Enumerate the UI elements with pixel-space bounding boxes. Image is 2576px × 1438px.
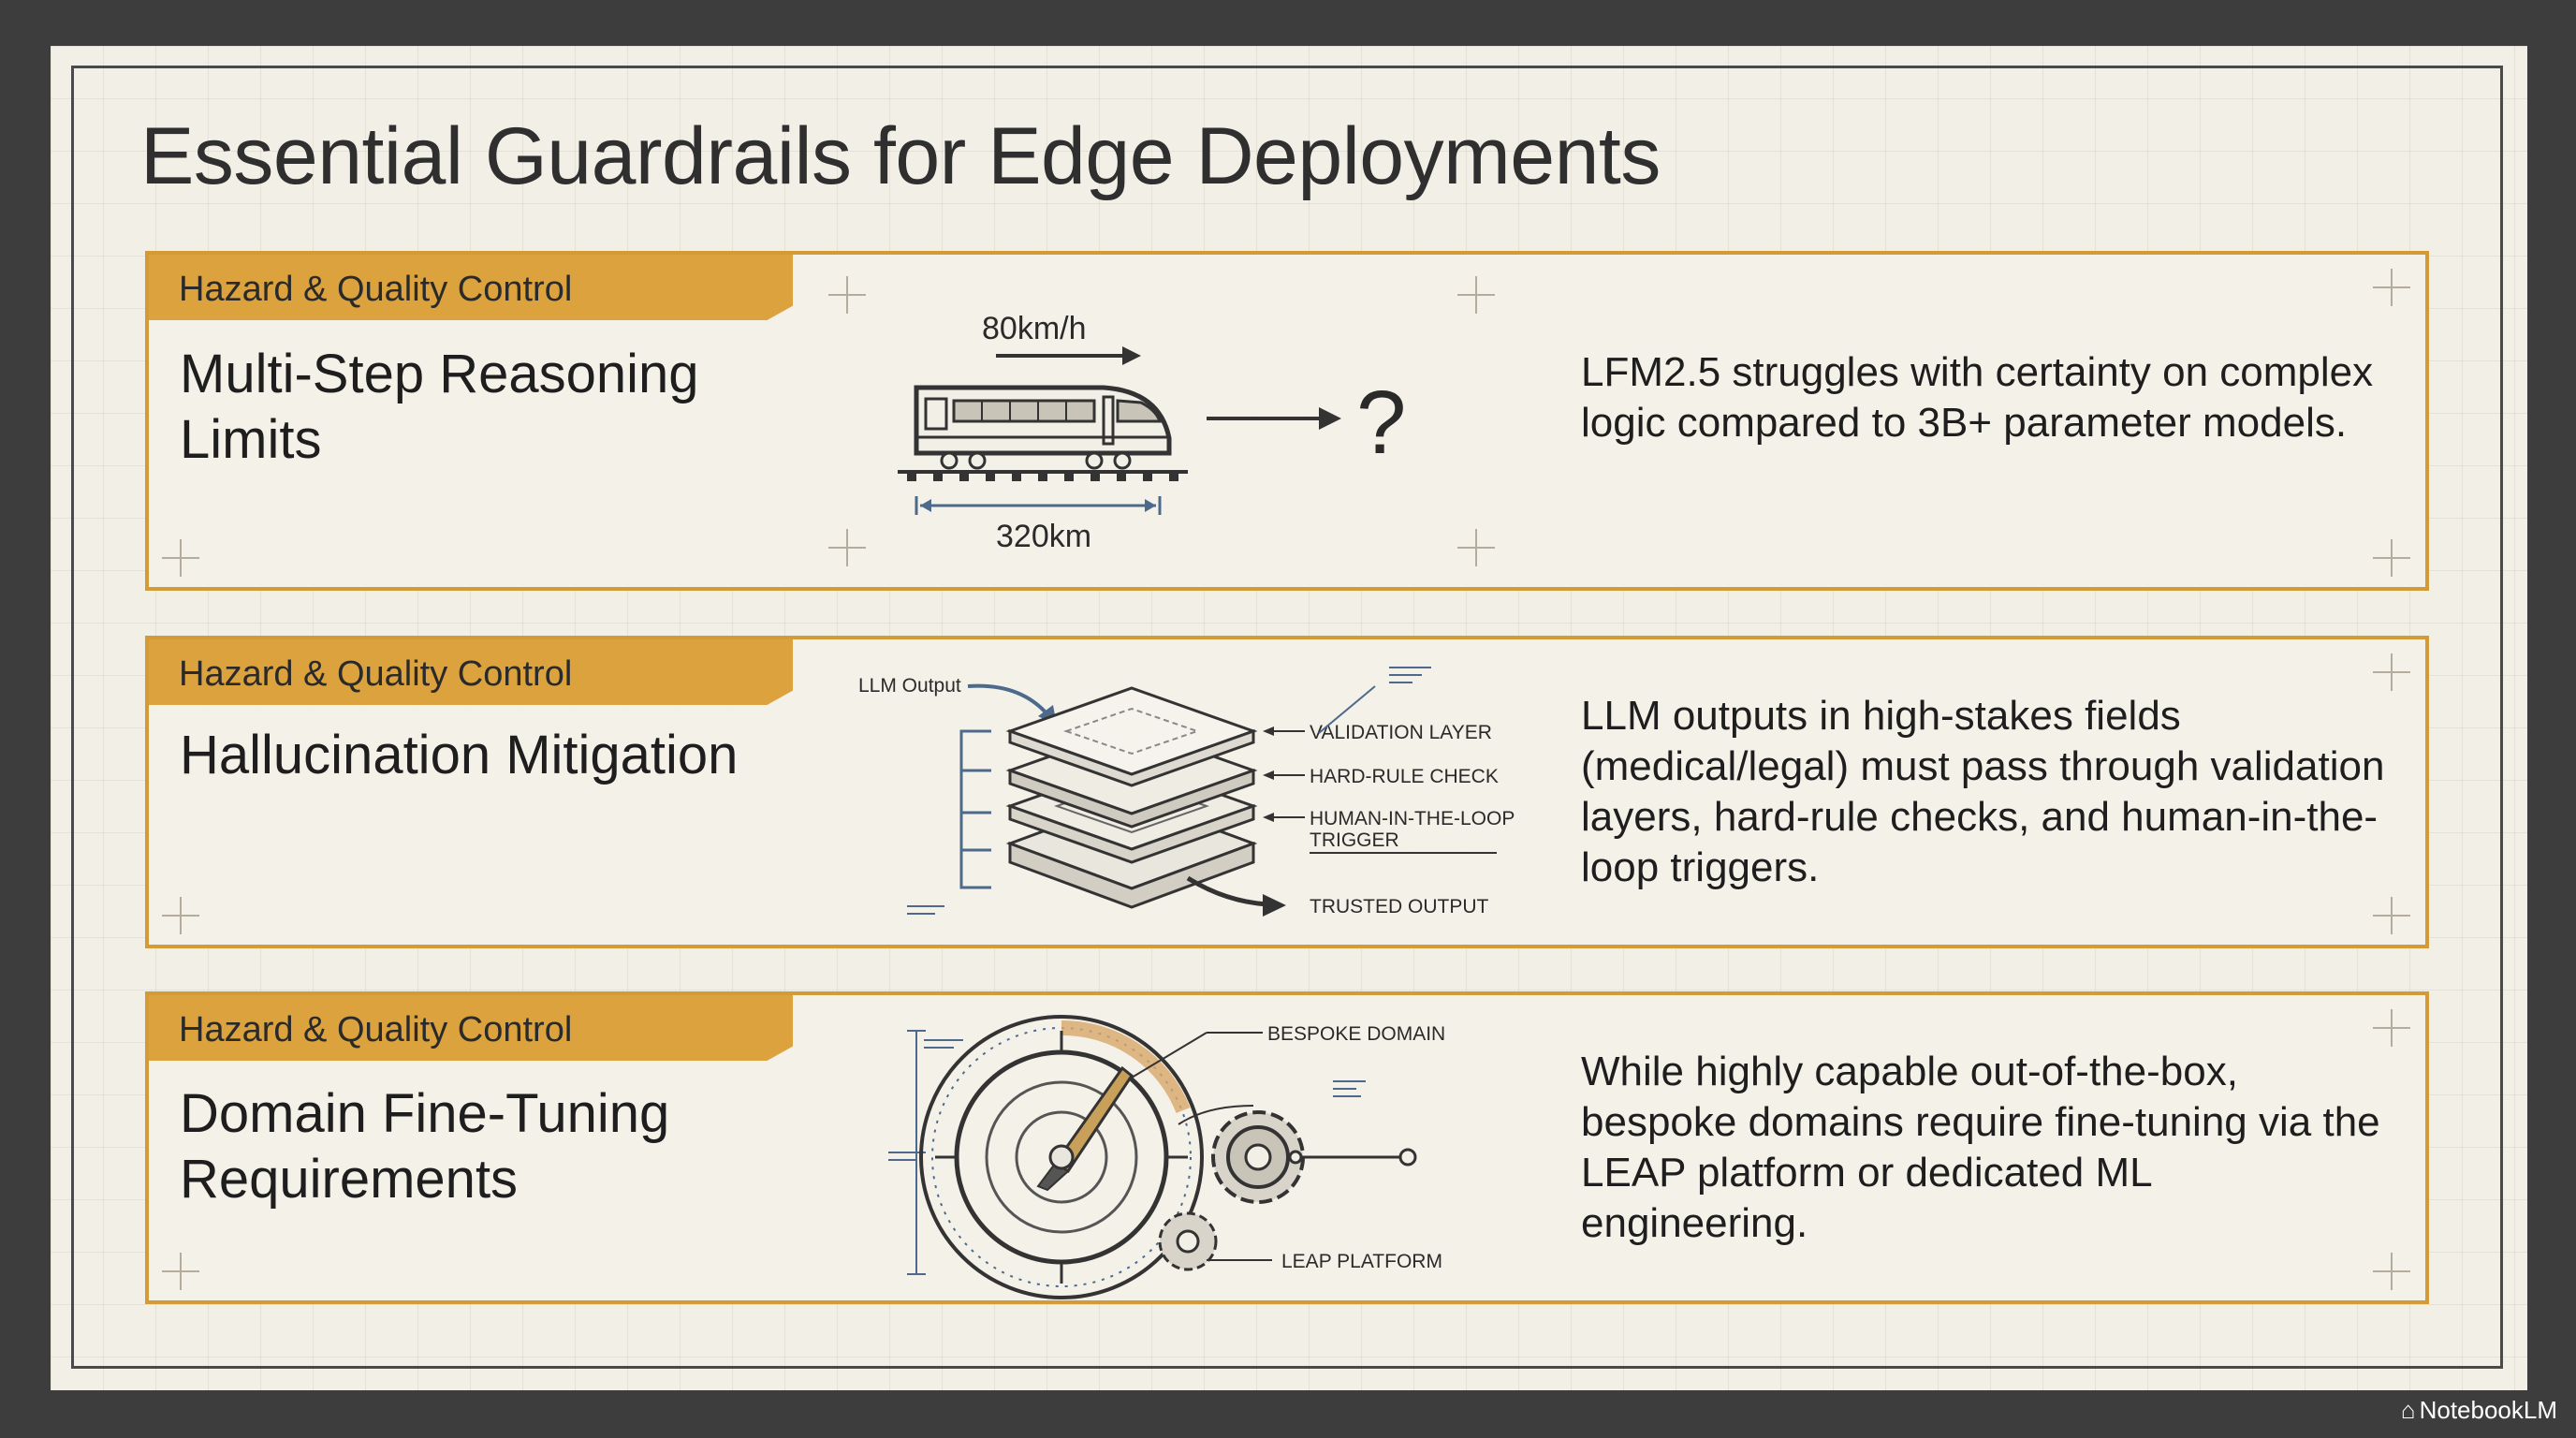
category-tag-label: Hazard & Quality Control bbox=[179, 270, 573, 309]
guardrail-card-hallucination: Hazard & Quality Control Hallucination M… bbox=[145, 636, 2429, 948]
bespoke-domain-label: BESPOKE DOMAIN bbox=[1267, 1023, 1445, 1045]
card-title: Hallucination Mitigation bbox=[180, 725, 739, 785]
gauge-diagram: BESPOKE DOMAIN LEAP PLATFORM bbox=[888, 1015, 1445, 1299]
llm-output-label: LLM Output bbox=[858, 675, 961, 697]
crosshair-mark bbox=[2373, 653, 2410, 691]
crosshair-mark bbox=[162, 897, 199, 934]
layer-label: HUMAN-IN-THE-LOOP bbox=[1310, 808, 1515, 829]
validation-layer bbox=[1005, 686, 1258, 787]
card-description: While highly capable out-of-the-box, bes… bbox=[1581, 1049, 2380, 1246]
flow-bracket bbox=[959, 729, 991, 889]
crosshair-mark bbox=[2373, 1009, 2410, 1047]
category-tag-label: Hazard & Quality Control bbox=[179, 654, 573, 694]
card-title: Domain Fine-Tuning Requirements bbox=[180, 1083, 670, 1210]
guardrail-card-reasoning: Hazard & Quality Control Multi-Step Reas… bbox=[145, 251, 2429, 591]
notebooklm-watermark: ⌂NotebookLM bbox=[2401, 1396, 2557, 1425]
notebooklm-logo-icon: ⌂ bbox=[2400, 1396, 2416, 1424]
train-icon bbox=[914, 385, 1172, 470]
footer-brand: NotebookLM bbox=[2419, 1396, 2557, 1424]
crosshair-mark bbox=[1457, 529, 1495, 566]
annotation-mark bbox=[907, 667, 1431, 915]
guardrail-card-fine-tuning: Hazard & Quality Control Domain Fine-Tun… bbox=[145, 991, 2429, 1304]
category-tag-label: Hazard & Quality Control bbox=[179, 1010, 573, 1049]
layer-label: VALIDATION LAYER bbox=[1310, 722, 1492, 743]
gauge-icon bbox=[919, 1015, 1204, 1299]
distance-label: 320km bbox=[996, 519, 1091, 554]
crosshair-mark bbox=[828, 276, 866, 314]
card-description: LFM2.5 struggles with certainty on compl… bbox=[1581, 349, 2374, 446]
page-title: Essential Guardrails for Edge Deployment… bbox=[140, 111, 1661, 201]
crosshair-mark bbox=[1457, 276, 1495, 314]
annotation-mark bbox=[1333, 1080, 1366, 1097]
category-tag: Hazard & Quality Control bbox=[149, 995, 793, 1061]
layer-label: HARD-RULE CHECK bbox=[1310, 766, 1499, 787]
layer-label: TRIGGER bbox=[1310, 829, 1399, 851]
slide-frame bbox=[71, 66, 2503, 1369]
category-tag: Hazard & Quality Control bbox=[149, 255, 793, 320]
crosshair-mark bbox=[828, 529, 866, 566]
crosshair-mark bbox=[2373, 1253, 2410, 1290]
card-title: Multi-Step Reasoning Limits bbox=[180, 344, 699, 470]
question-mark-icon: ? bbox=[1356, 373, 1406, 473]
crosshair-mark bbox=[2373, 269, 2410, 306]
leap-platform-label: LEAP PLATFORM bbox=[1281, 1251, 1442, 1272]
trusted-output-label: TRUSTED OUTPUT bbox=[1310, 896, 1489, 917]
category-tag: Hazard & Quality Control bbox=[149, 639, 793, 705]
speed-label: 80km/h bbox=[982, 311, 1087, 346]
crosshair-mark bbox=[2373, 897, 2410, 934]
trusted-output-arrow bbox=[1186, 875, 1268, 907]
crosshair-mark bbox=[2373, 539, 2410, 577]
card-description: LLM outputs in high-stakes fields (medic… bbox=[1581, 693, 2385, 890]
crosshair-mark bbox=[162, 1253, 199, 1290]
train-diagram: 80km/h 320 bbox=[898, 311, 1406, 554]
gear-icon bbox=[1158, 1110, 1305, 1271]
crosshair-mark bbox=[162, 539, 199, 577]
validation-stack-diagram: LLM Output bbox=[858, 667, 1515, 917]
